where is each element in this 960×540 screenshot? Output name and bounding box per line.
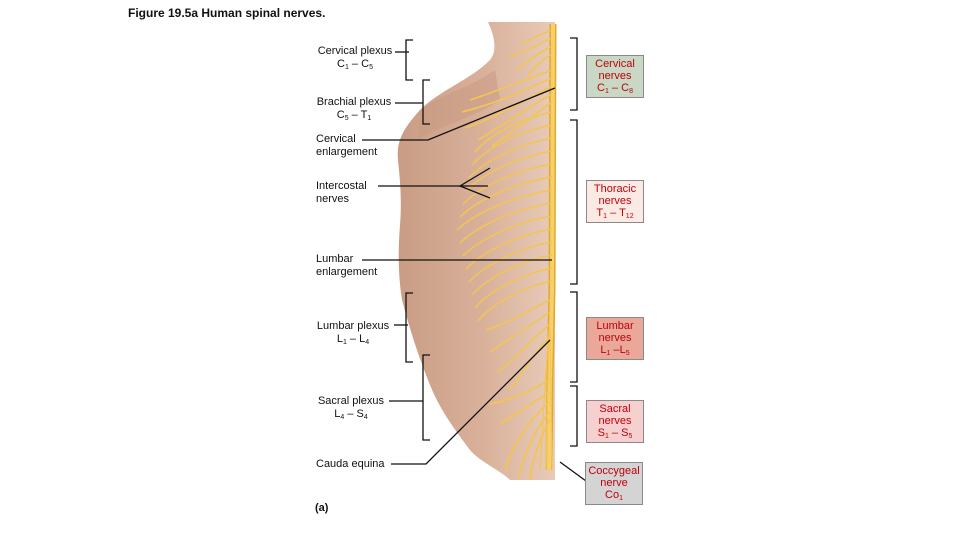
spinal-cord: [545, 23, 557, 471]
intercostal-nerve: [462, 163, 553, 205]
cauda-equina-nerves: [539, 329, 553, 471]
figure-title: Figure 19.5a Human spinal nerves.: [128, 6, 326, 20]
box-cervical-nerves: Cervical nerves C1 – C8: [586, 55, 644, 98]
label-cervical-enlargement: Cervical enlargement: [316, 133, 378, 158]
cervical-plexus-nerves: [509, 29, 553, 77]
intercostal-nerve: [468, 137, 553, 179]
intercostal-nerve: [462, 215, 553, 257]
intercostal-nerve: [474, 267, 553, 309]
label-brachial-plexus: Brachial plexus C5 – T1: [316, 96, 392, 122]
intercostal-nerve: [474, 111, 553, 153]
box-sacral-nerves: Sacral nerves S1 – S5: [586, 400, 644, 443]
label-lumbar-enlargement: Lumbar enlargement: [316, 253, 378, 278]
intercostal-nerve: [459, 176, 553, 218]
lumbar-plexus-nerves: [485, 299, 551, 391]
intercostal-nerve: [456, 189, 553, 231]
brachial-plexus-nerves: [461, 69, 553, 147]
label-sacral-plexus: Sacral plexus L4 – S4: [317, 395, 385, 421]
intercostal-nerve: [468, 241, 553, 283]
box-coccygeal-nerve: Coccygeal nerve Co1: [585, 462, 643, 505]
label-lumbar-plexus: Lumbar plexus L1 – L4: [316, 320, 390, 346]
intercostal-nerve: [459, 202, 553, 244]
box-thoracic-nerves: Thoracic nerves T1 – T12: [586, 180, 644, 223]
label-cauda-equina: Cauda equina: [316, 458, 385, 470]
shoulder-shadow: [418, 70, 500, 140]
panel-label: (a): [315, 502, 329, 514]
intercostal-nerves: [456, 111, 553, 322]
right-brackets: [559, 37, 587, 482]
intercostal-nerve: [477, 280, 553, 322]
intercostal-nerve: [465, 228, 553, 270]
intercostal-nerve: [471, 124, 553, 166]
label-intercostal-nerves: Intercostal nerves: [316, 180, 367, 205]
leader-lines: [362, 39, 556, 465]
intercostal-nerve: [471, 254, 553, 296]
box-lumbar-nerves: Lumbar nerves L1 –L5: [586, 317, 644, 360]
label-cervical-plexus: Cervical plexus C1 – C5: [317, 45, 393, 71]
